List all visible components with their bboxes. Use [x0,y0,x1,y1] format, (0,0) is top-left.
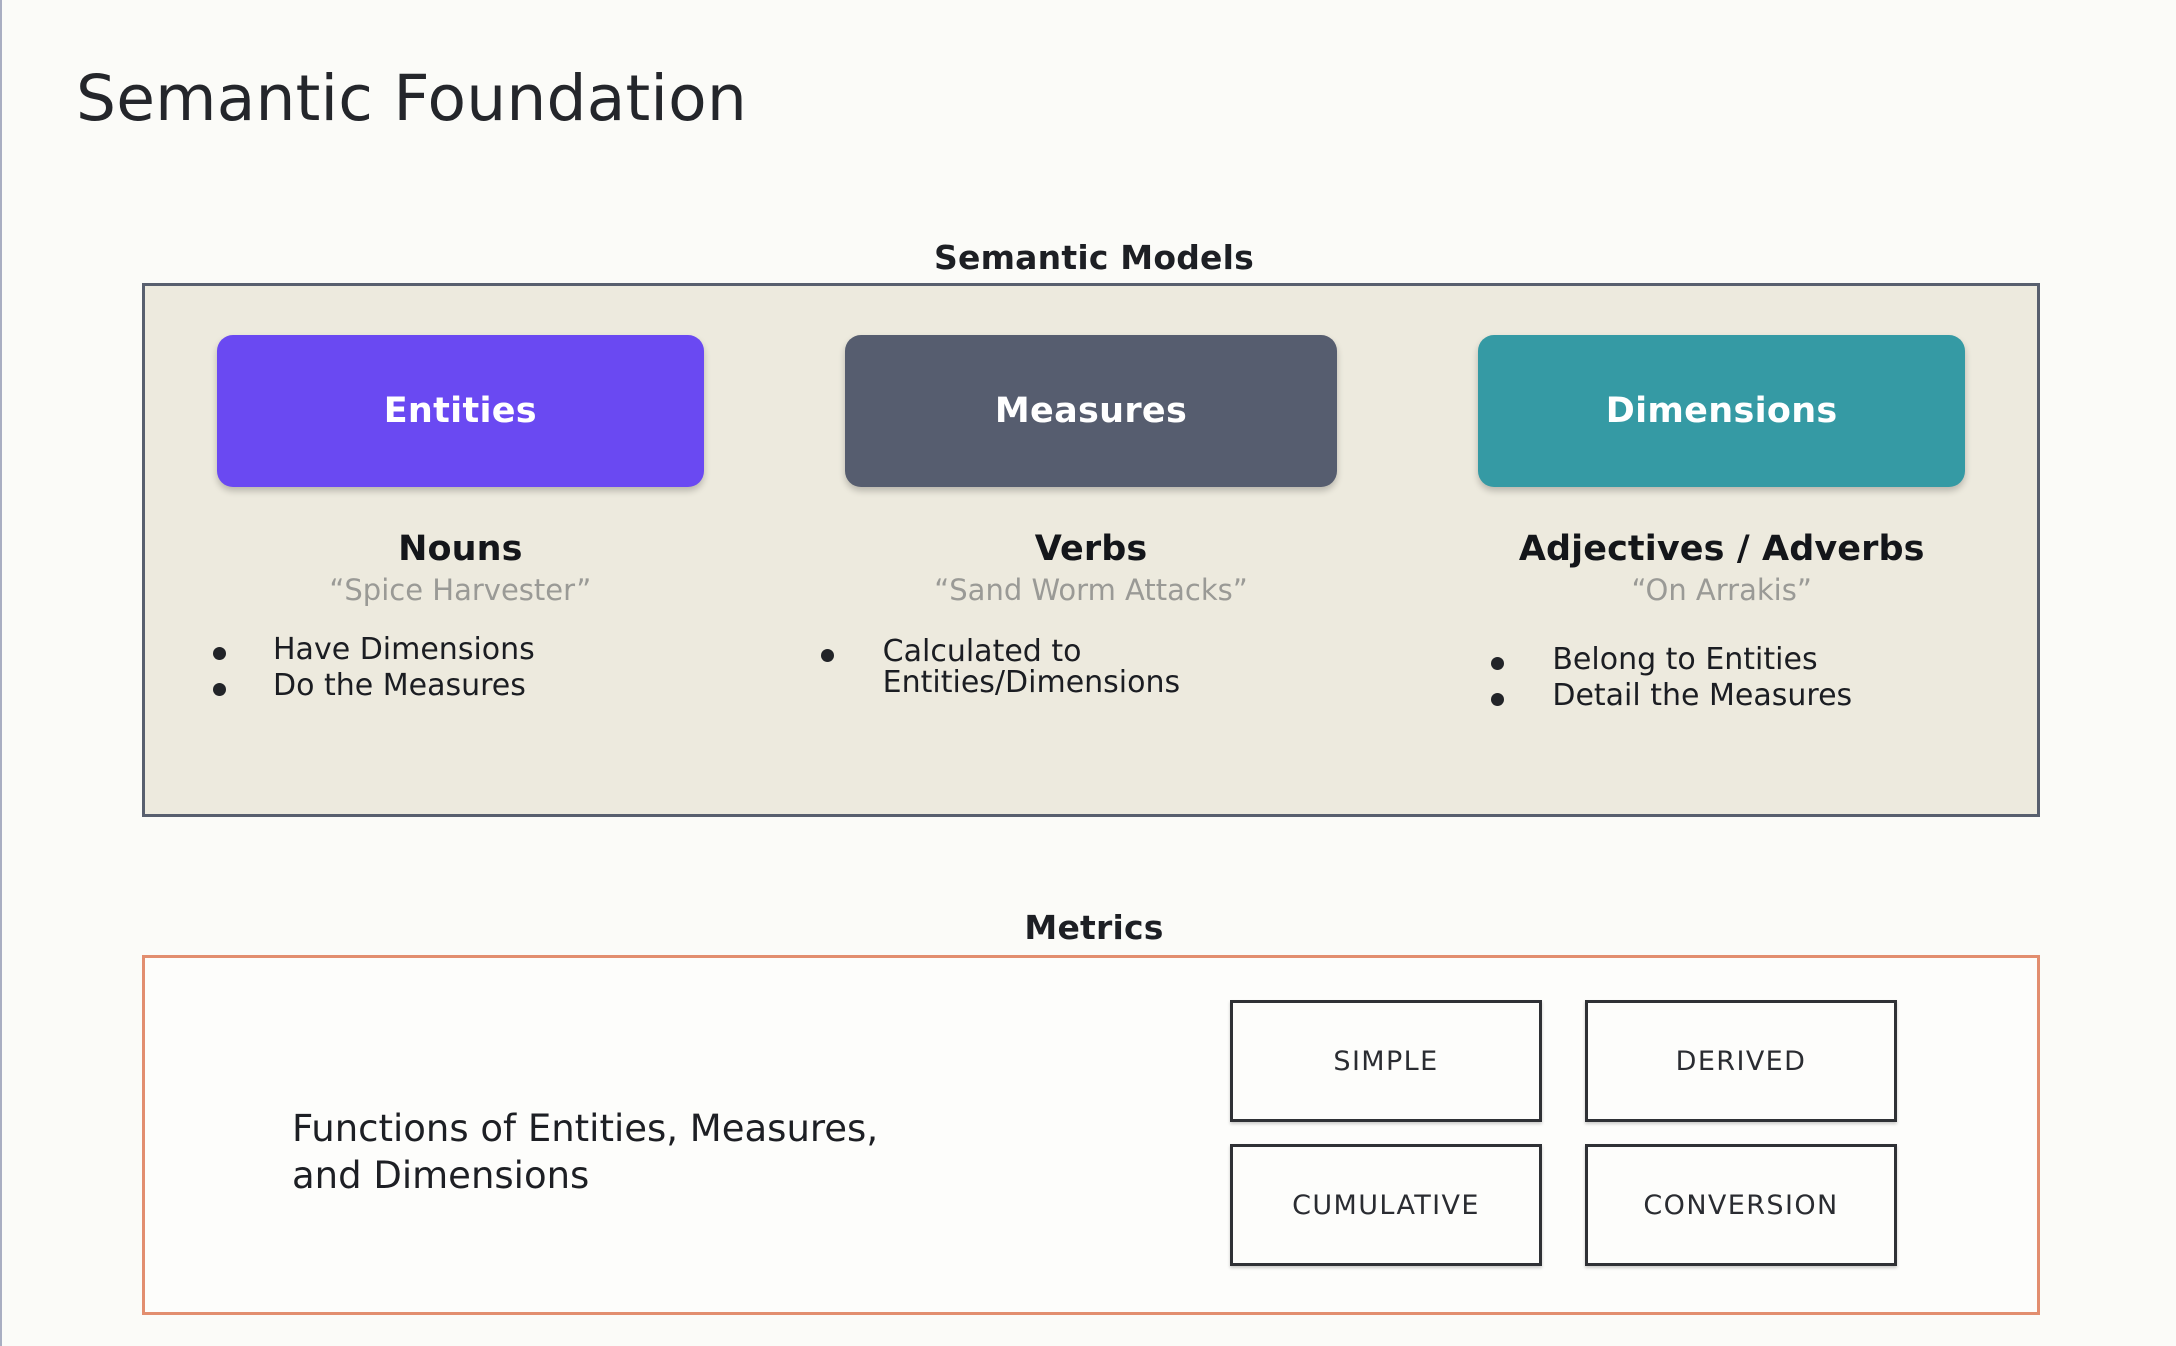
semantic-models-section-header: Semantic Models [934,238,1254,277]
dimensions-pill[interactable]: Dimensions [1478,335,1966,487]
metric-type-cumulative[interactable]: CUMULATIVE [1230,1144,1542,1266]
list-item-label: Detail the Measures [1552,677,1853,713]
list-item-label: Do the Measures [273,667,526,703]
bullet-dot-icon [1491,692,1505,706]
metrics-panel: Functions of Entities, Measures, and Dim… [142,955,2040,1315]
measures-example: “Sand Worm Attacks” [934,573,1248,607]
bullet-dot-icon [213,682,226,696]
dimensions-bullet-list: Belong to Entities Detail the Measures [1406,642,2037,716]
metric-type-derived[interactable]: DERIVED [1585,1000,1897,1122]
measures-pill[interactable]: Measures [845,335,1337,487]
semantic-column-entities: Entities Nouns “Spice Harvester” Have Di… [145,286,776,814]
measures-part-of-speech: Verbs [1034,529,1148,569]
list-item: Calculated to Entities/Dimensions [820,634,1407,700]
semantic-models-panel: Entities Nouns “Spice Harvester” Have Di… [142,283,2040,817]
semantic-column-measures: Measures Verbs “Sand Worm Attacks” Calcu… [776,286,1407,814]
metric-type-conversion[interactable]: CONVERSION [1585,1144,1897,1266]
metric-types-grid: SIMPLE DERIVED CUMULATIVE CONVERSION [1230,1000,1897,1266]
list-item-label: Have Dimensions [273,632,535,667]
entities-part-of-speech: Nouns [398,529,523,569]
bullet-dot-icon [213,647,226,660]
measures-bullet-list: Calculated to Entities/Dimensions [776,634,1407,703]
list-item: Belong to Entities [1491,642,2037,677]
semantic-column-dimensions: Dimensions Adjectives / Adverbs “On Arra… [1406,286,2037,814]
page-title: Semantic Foundation [76,62,747,135]
metrics-section-header: Metrics [1024,908,1164,947]
dimensions-example: “On Arrakis” [1631,573,1812,607]
entities-bullet-list: Have Dimensions Do the Measures [145,632,776,706]
list-item-label: Calculated to Entities/Dimensions [882,634,1181,700]
semantic-models-columns: Entities Nouns “Spice Harvester” Have Di… [145,286,2037,814]
dimensions-part-of-speech: Adjectives / Adverbs [1518,529,1925,569]
metric-type-simple[interactable]: SIMPLE [1230,1000,1542,1122]
entities-example: “Spice Harvester” [329,573,592,607]
list-item: Do the Measures [213,667,776,703]
list-item: Detail the Measures [1491,677,2037,713]
list-item: Have Dimensions [213,632,776,667]
list-item-label: Belong to Entities [1552,642,1818,677]
bullet-dot-icon [820,649,834,662]
left-edge-rule [0,0,2,1346]
entities-pill[interactable]: Entities [216,335,704,487]
metrics-description: Functions of Entities, Measures, and Dim… [292,1107,879,1198]
bullet-dot-icon [1491,657,1505,670]
